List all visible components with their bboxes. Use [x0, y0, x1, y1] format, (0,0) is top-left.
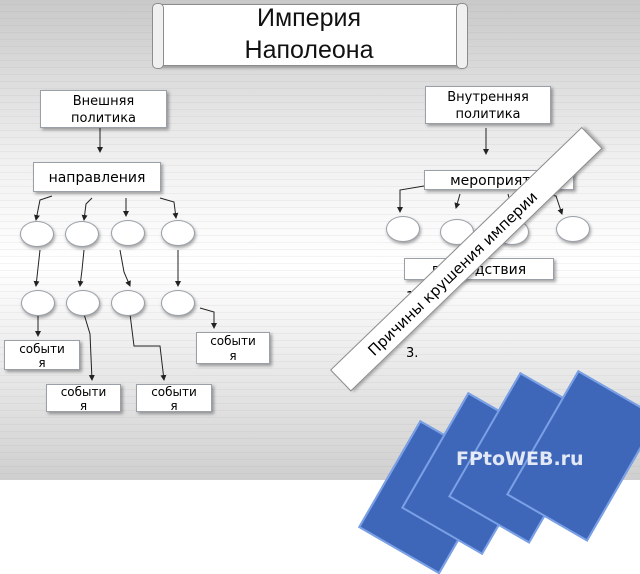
- arrow-directions-1: [34, 195, 53, 221]
- foreign-policy-box: Внешняя политика: [40, 90, 167, 128]
- consequence-number-3: 3.: [406, 346, 419, 361]
- direction-oval-1: [20, 221, 54, 247]
- measure-oval-4: [556, 216, 590, 242]
- direction-oval-3: [111, 220, 145, 246]
- arrow-oval-2: [77, 249, 85, 287]
- event-box-4: событи я: [196, 332, 270, 364]
- event-2-line-1: событи: [60, 385, 107, 399]
- title-line-1: Империя: [256, 4, 361, 32]
- measure-oval-1: [386, 216, 420, 242]
- scroll-curl-left: [152, 3, 164, 69]
- event-box-3: событи я: [136, 384, 212, 413]
- arrow-measures-2: [454, 193, 461, 209]
- event-4-line-2: я: [229, 349, 237, 363]
- connector-lines: [33, 128, 564, 381]
- event-4-line-1: событи: [210, 334, 256, 348]
- event-1-line-2: я: [38, 356, 46, 370]
- sub-oval-2: [66, 290, 100, 316]
- page-title: Империя Наполеона: [157, 2, 461, 66]
- sub-oval-3: [111, 290, 145, 316]
- arrow-event-4: [199, 307, 217, 329]
- event-3-line-1: событи: [151, 385, 197, 399]
- internal-policy-line-1: Внутренняя: [447, 90, 529, 105]
- internal-policy-box: Внутренняя политика: [425, 86, 551, 124]
- title-scroll: [152, 3, 468, 69]
- event-1-line-1: событи: [19, 342, 65, 356]
- sub-oval-4: [161, 290, 195, 316]
- scroll-curl-right: [456, 3, 468, 69]
- arrow-event-2: [83, 313, 95, 381]
- internal-policy-line-2: политика: [455, 107, 521, 122]
- foreign-policy-line-1: Внешняя: [72, 94, 135, 109]
- sub-oval-1: [21, 290, 55, 316]
- title-line-2: Наполеона: [244, 36, 374, 64]
- arrow-directions-4: [159, 197, 179, 219]
- direction-oval-2: [65, 221, 99, 247]
- watermark: FPtoWEB.ru: [456, 448, 584, 470]
- arrow-oval-3: [119, 249, 131, 287]
- arrow-oval-1: [33, 249, 41, 287]
- arrow-directions-2: [81, 197, 93, 221]
- arrow-event-3: [129, 313, 167, 381]
- foreign-policy-line-2: политика: [70, 111, 137, 126]
- directions-box: направления: [33, 162, 161, 192]
- direction-oval-4: [161, 220, 195, 246]
- event-3-line-2: я: [170, 399, 178, 413]
- event-2-line-2: я: [79, 399, 88, 413]
- event-box-1: событи я: [4, 340, 80, 370]
- arrow-measures-1: [397, 185, 425, 213]
- event-box-2: событи я: [46, 384, 121, 413]
